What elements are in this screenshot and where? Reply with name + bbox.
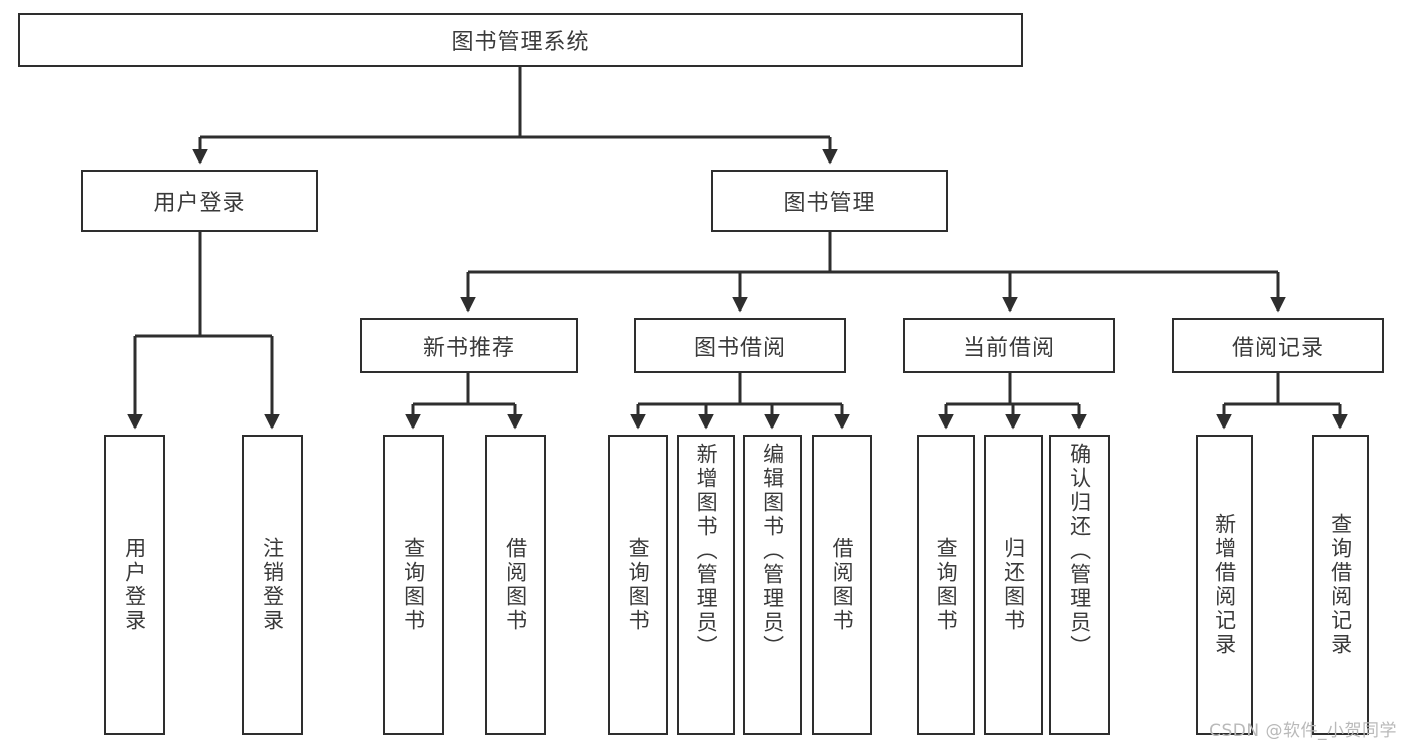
- leaf-borrow-book-2-label: 借阅图书: [830, 537, 855, 633]
- leaf-edit-book[interactable]: 编辑图书（管理员）: [743, 435, 802, 735]
- leaf-return-book[interactable]: 归还图书: [984, 435, 1043, 735]
- node-borrow-record[interactable]: 借阅记录: [1172, 318, 1384, 373]
- leaf-edit-book-label: 编辑图书（管理员）: [760, 443, 785, 659]
- leaf-logout[interactable]: 注销登录: [242, 435, 303, 735]
- leaf-query-book-3[interactable]: 查询图书: [917, 435, 975, 735]
- node-user-login[interactable]: 用户登录: [81, 170, 318, 232]
- node-user-login-label: 用户登录: [153, 191, 246, 216]
- leaf-add-book-label: 新增图书（管理员）: [694, 443, 719, 659]
- node-book-manage-label: 图书管理: [783, 191, 876, 216]
- leaf-borrow-book-1[interactable]: 借阅图书: [485, 435, 546, 735]
- leaf-add-record[interactable]: 新增借阅记录: [1196, 435, 1253, 735]
- leaf-query-book-2-label: 查询图书: [626, 537, 651, 633]
- node-root[interactable]: 图书管理系统: [18, 13, 1023, 67]
- node-root-label: 图书管理系统: [451, 30, 590, 55]
- node-current-borrow-label: 当前借阅: [962, 335, 1055, 361]
- leaf-borrow-book-2[interactable]: 借阅图书: [812, 435, 872, 735]
- leaf-user-login[interactable]: 用户登录: [104, 435, 165, 735]
- leaf-user-login-label: 用户登录: [122, 537, 147, 633]
- node-new-book-rec[interactable]: 新书推荐: [360, 318, 578, 373]
- node-book-borrow[interactable]: 图书借阅: [634, 318, 846, 373]
- leaf-query-book-1[interactable]: 查询图书: [383, 435, 444, 735]
- leaf-query-record[interactable]: 查询借阅记录: [1312, 435, 1369, 735]
- node-new-book-rec-label: 新书推荐: [422, 335, 515, 361]
- leaf-confirm-return-label: 确认归还（管理员）: [1067, 443, 1092, 659]
- node-current-borrow[interactable]: 当前借阅: [903, 318, 1115, 373]
- node-book-manage[interactable]: 图书管理: [711, 170, 948, 232]
- leaf-add-record-label: 新增借阅记录: [1212, 513, 1237, 657]
- leaf-query-book-1-label: 查询图书: [401, 537, 426, 633]
- node-borrow-record-label: 借阅记录: [1231, 335, 1324, 361]
- node-book-borrow-label: 图书借阅: [693, 335, 786, 361]
- leaf-query-book-3-label: 查询图书: [934, 537, 959, 633]
- leaf-query-record-label: 查询借阅记录: [1328, 513, 1353, 657]
- leaf-return-book-label: 归还图书: [1001, 537, 1026, 633]
- leaf-confirm-return[interactable]: 确认归还（管理员）: [1049, 435, 1110, 735]
- leaf-logout-label: 注销登录: [260, 537, 285, 633]
- leaf-borrow-book-1-label: 借阅图书: [503, 537, 528, 633]
- leaf-query-book-2[interactable]: 查询图书: [608, 435, 668, 735]
- leaf-add-book[interactable]: 新增图书（管理员）: [677, 435, 735, 735]
